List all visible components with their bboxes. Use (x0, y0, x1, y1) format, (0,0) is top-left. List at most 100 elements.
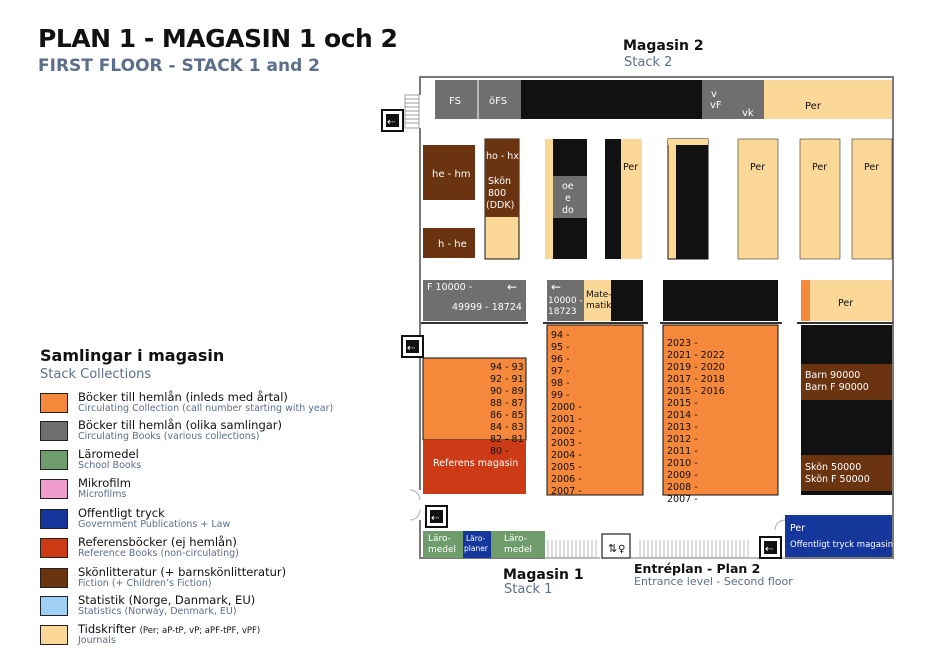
legend-swatch (40, 596, 68, 616)
col2-5: 99 - (551, 390, 570, 401)
shelf-per-3: Per (750, 162, 765, 173)
page-subtitle: FIRST FLOOR - STACK 1 and 2 (38, 56, 320, 76)
stairs (404, 94, 420, 129)
legend-sublabel: Statistics (Norway, Denmark, EU) (78, 606, 237, 617)
svg-text:⇠: ⇠ (431, 513, 440, 524)
col3-4: 2015 - 2016 (667, 386, 725, 397)
entrance-stairs (547, 540, 749, 558)
shelf-offentligt: Offentligt tryck magasin (790, 540, 893, 550)
exit-icon-bottom-left: ⇠ (425, 505, 448, 528)
col2-0: 94 - (551, 330, 570, 341)
shelf-skon50000-2: Skön F 50000 (805, 474, 870, 485)
shelf-per-5: Per (864, 162, 879, 173)
shelf-oe: oe (562, 181, 574, 192)
col3-3: 2017 - 2018 (667, 374, 725, 385)
lower-row-shelves (422, 324, 892, 558)
col2-13: 2007 - (551, 486, 582, 497)
legend-sublabel: Fiction (+ Children’s Fiction) (78, 578, 212, 589)
door-arcs (409, 489, 786, 531)
legend-label: Tidskrifter (78, 622, 136, 636)
magasin1-sublabel: Stack 1 (504, 582, 553, 597)
elevator-icon: ⇅ ♀ (601, 533, 631, 559)
shelf-e: e (565, 193, 571, 204)
col3-9: 2011 - (667, 446, 698, 457)
legend-label-small: (Per; aP-tP, vP; aPF-tPF, vPF) (139, 626, 261, 636)
shelf-laroplaner-a: Läro- (466, 534, 485, 543)
col3-8: 2012 - (667, 434, 698, 445)
shelf-ho-hx: ho - hx (486, 151, 519, 162)
legend-label: Statistik (Norge, Danmark, EU) (78, 593, 256, 607)
legend-label-wrap: Tidskrifter (Per; aP-tP, vP; aPF-tPF, vP… (78, 622, 260, 636)
legend-sublabel: Government Publications + Law (78, 519, 231, 530)
shelf-f10000: F 10000 - (427, 282, 472, 293)
legend-sublabel: Microfilms (78, 489, 127, 500)
exit-icon-middle: ⇠ (401, 335, 424, 358)
col2-6: 2000 - (551, 402, 582, 413)
svg-text:⇠: ⇠ (387, 117, 396, 128)
svg-text:⇠: ⇠ (765, 544, 774, 555)
exit-icon-bottom-right: ⇠ (759, 536, 782, 559)
legend-swatch (40, 479, 68, 499)
col3-5: 2015 - (667, 398, 698, 409)
shelf-skon50000-1: Skön 50000 (805, 462, 861, 473)
legend-label: Böcker till hemlån (olika samlingar) (78, 418, 283, 432)
shelf-v: v (711, 89, 717, 100)
shelf-vk: vk (742, 108, 754, 119)
legend-label: Skönlitteratur (+ barnskönlitteratur) (78, 565, 287, 579)
shelf-10000: 10000 - (548, 296, 583, 306)
arrow-left-icon-2: ← (551, 280, 561, 294)
shelf-laromedel-2a: Läro- (504, 534, 527, 544)
col2-4: 98 - (551, 378, 570, 389)
entrance-label: Entréplan - Plan 2 (634, 561, 761, 576)
col3-0: 2023 - (667, 338, 698, 349)
svg-text:⇠: ⇠ (407, 343, 416, 354)
col1-2: 90 - 89 (490, 386, 524, 397)
col1-1: 92 - 91 (490, 374, 524, 385)
col2-10: 2004 - (551, 450, 582, 461)
second-row-shelves (423, 138, 893, 260)
col3-2: 2019 - 2020 (667, 362, 725, 373)
col3-12: 2008 - (667, 482, 698, 493)
shelf-per-6: Per (838, 298, 853, 309)
shelf-he-hm: he - hm (432, 169, 471, 180)
col1-3: 88 - 87 (490, 398, 524, 409)
middle-row-shelves (421, 280, 893, 324)
magasin1-label: Magasin 1 (503, 567, 584, 583)
col2-7: 2001 - (551, 414, 582, 425)
legend-subtitle: Stack Collections (40, 367, 152, 382)
shelf-barn-2: Barn F 90000 (805, 382, 869, 393)
col2-3: 97 - (551, 366, 570, 377)
shelf-per-4: Per (812, 162, 827, 173)
col1-labels: 94 - 93 92 - 91 90 - 89 88 - 87 86 - 85 … (490, 362, 524, 457)
legend-swatch (40, 421, 68, 441)
legend-label: Offentligt tryck (78, 506, 165, 520)
shelf-18723: 18723 (548, 307, 577, 317)
legend-swatch (40, 393, 68, 413)
col2-1: 95 - (551, 342, 570, 353)
col1-5: 84 - 83 (490, 422, 524, 433)
col3-10: 2010 - (667, 458, 698, 469)
col1-6: 82 - 81 (490, 434, 524, 445)
col2-2: 96 - (551, 354, 570, 365)
col2-8: 2002 - (551, 426, 582, 437)
shelf-mate: Mate- (586, 290, 612, 300)
shelf-laroplaner-b: planer (464, 544, 489, 553)
col2-labels: 94 - 95 - 96 - 97 - 98 - 99 - 2000 - 200… (551, 330, 582, 497)
page-title: PLAN 1 - MAGASIN 1 och 2 (38, 24, 398, 53)
magasin2-label: Magasin 2 (623, 38, 704, 54)
shelf-barn-1: Barn 90000 (805, 370, 860, 381)
legend-swatch (40, 625, 68, 645)
magasin2-sublabel: Stack 2 (624, 55, 673, 70)
shelf-vf: vF (710, 100, 722, 111)
legend-sublabel: Reference Books (non-circulating) (78, 548, 239, 559)
shelf-per-off: Per (790, 523, 805, 534)
col3-6: 2014 - (667, 410, 698, 421)
shelf-per-2: Per (623, 162, 638, 173)
legend-label: Böcker till hemlån (inleds med årtal) (78, 390, 288, 404)
shelf-per-top: Per (805, 101, 822, 112)
legend: Böcker till hemlån (inleds med årtal) Ci… (40, 390, 380, 650)
shelf-laromedel-1b: medel (428, 545, 456, 555)
top-row-shelves (435, 80, 892, 119)
shelf-skon-2: 800 (488, 188, 506, 199)
col1-7: 80 - (490, 446, 509, 457)
